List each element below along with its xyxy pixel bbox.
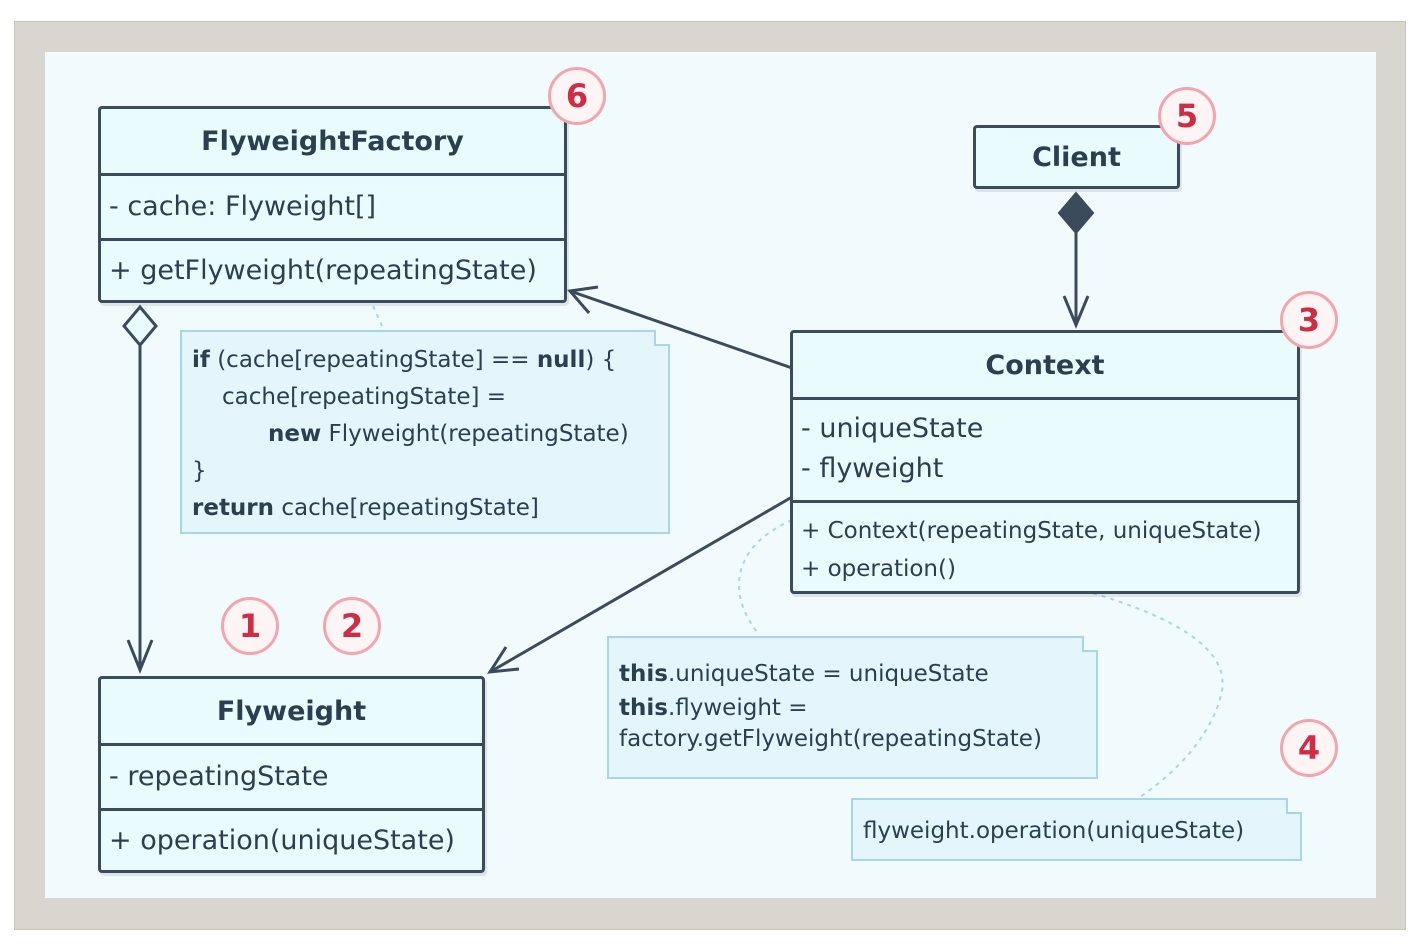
aggregation-diamond bbox=[122, 304, 158, 348]
field-repeating-state: - repeatingState bbox=[109, 761, 329, 792]
note-line-assign: cache[repeatingState] = bbox=[222, 384, 507, 410]
badge-6: 6 bbox=[548, 67, 606, 125]
method-operation: + operation() bbox=[801, 556, 956, 582]
context-to-factory-arrowhead bbox=[567, 285, 599, 314]
context-title: Context bbox=[985, 349, 1105, 381]
operation-code-note: flyweight.operation(uniqueState) bbox=[851, 798, 1302, 861]
factory-to-flyweight-arrowhead bbox=[126, 639, 154, 675]
badge-5: 5 bbox=[1158, 87, 1216, 145]
context-methods: + Context(repeatingState, uniqueState) +… bbox=[793, 500, 1297, 591]
factory-code-note: if (cache[repeatingState] == null) { cac… bbox=[180, 330, 670, 534]
method-context-constructor: + Context(repeatingState, uniqueState) bbox=[801, 518, 1262, 544]
note-line-flyweight-assign: this.flyweight = bbox=[619, 695, 808, 721]
flyweight-fields: - repeatingState bbox=[101, 743, 482, 808]
note-line-return: return cache[repeatingState] bbox=[192, 495, 539, 521]
client-class: Client bbox=[973, 125, 1180, 189]
note-fold-corner bbox=[1082, 636, 1098, 652]
context-to-flyweight-arrowhead bbox=[487, 646, 520, 674]
flyweight-title: Flyweight bbox=[216, 695, 367, 727]
context-to-factory-line bbox=[569, 289, 793, 370]
note-fold-corner bbox=[1286, 798, 1302, 814]
context-class: Context - uniqueState - flyweight + Cont… bbox=[790, 330, 1300, 594]
field-unique-state: - uniqueState bbox=[801, 413, 984, 444]
context-fields: - uniqueState - flyweight bbox=[793, 397, 1297, 500]
note-line-operation-call: flyweight.operation(uniqueState) bbox=[863, 818, 1245, 844]
badge-2: 2 bbox=[323, 597, 381, 655]
method-operation-unique-state: + operation(uniqueState) bbox=[109, 824, 455, 856]
note-line-if: if (cache[repeatingState] == null) { bbox=[192, 347, 617, 373]
note-fold-corner bbox=[654, 330, 670, 346]
badge-1: 1 bbox=[221, 597, 279, 655]
badge-3: 3 bbox=[1280, 291, 1338, 349]
client-title: Client bbox=[1032, 141, 1121, 173]
note-line-close: } bbox=[192, 458, 207, 484]
badge-4: 4 bbox=[1280, 719, 1338, 777]
method-get-flyweight: + getFlyweight(repeatingState) bbox=[109, 254, 537, 286]
field-cache: - cache: Flyweight[] bbox=[109, 191, 377, 222]
factory-note-connector bbox=[372, 305, 385, 331]
context-code-note: this.uniqueState = uniqueState this.flyw… bbox=[607, 636, 1098, 779]
context-note-connector bbox=[738, 519, 793, 633]
flyweight-class: Flyweight - repeatingState + operation(u… bbox=[98, 676, 485, 873]
operation-note-connector bbox=[987, 567, 1224, 798]
flyweight-factory-class: FlyweightFactory - cache: Flyweight[] + … bbox=[98, 106, 567, 303]
field-flyweight: - flyweight bbox=[801, 453, 944, 484]
flyweight-factory-methods: + getFlyweight(repeatingState) bbox=[101, 238, 564, 300]
note-line-new: new Flyweight(repeatingState) bbox=[268, 421, 629, 447]
flyweight-methods: + operation(uniqueState) bbox=[101, 808, 482, 870]
note-line-get-flyweight: factory.getFlyweight(repeatingState) bbox=[619, 726, 1042, 752]
flyweight-factory-title: FlyweightFactory bbox=[201, 125, 464, 157]
flyweight-factory-fields: - cache: Flyweight[] bbox=[101, 173, 564, 238]
context-to-flyweight-line bbox=[489, 495, 793, 674]
client-to-context-arrowhead bbox=[1062, 295, 1090, 329]
note-line-unique-state: this.uniqueState = uniqueState bbox=[619, 661, 989, 687]
composition-diamond bbox=[1057, 191, 1095, 235]
